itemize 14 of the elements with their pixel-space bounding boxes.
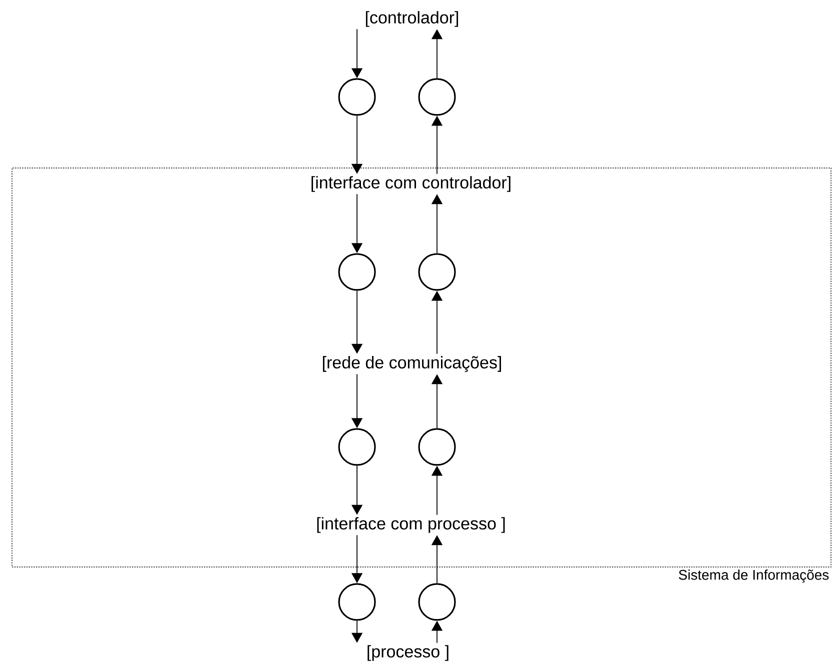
circle-symbol xyxy=(418,583,456,621)
circle-symbol xyxy=(338,583,376,621)
circle-symbol xyxy=(338,78,376,116)
circle-symbol xyxy=(338,428,376,466)
circle-symbol xyxy=(418,428,456,466)
circle-symbol xyxy=(418,253,456,291)
text-label: [interface com controlador] xyxy=(312,176,510,192)
text-label: [controlador] xyxy=(366,11,458,27)
node-label: Sistema de Informações xyxy=(678,570,829,583)
text-label: [processo ] xyxy=(368,645,448,661)
text-label: [interface com processo ] xyxy=(317,517,505,533)
circle-symbol xyxy=(418,78,456,116)
circle-symbol xyxy=(338,253,376,291)
text-label: [rede de comunicações] xyxy=(322,356,501,372)
